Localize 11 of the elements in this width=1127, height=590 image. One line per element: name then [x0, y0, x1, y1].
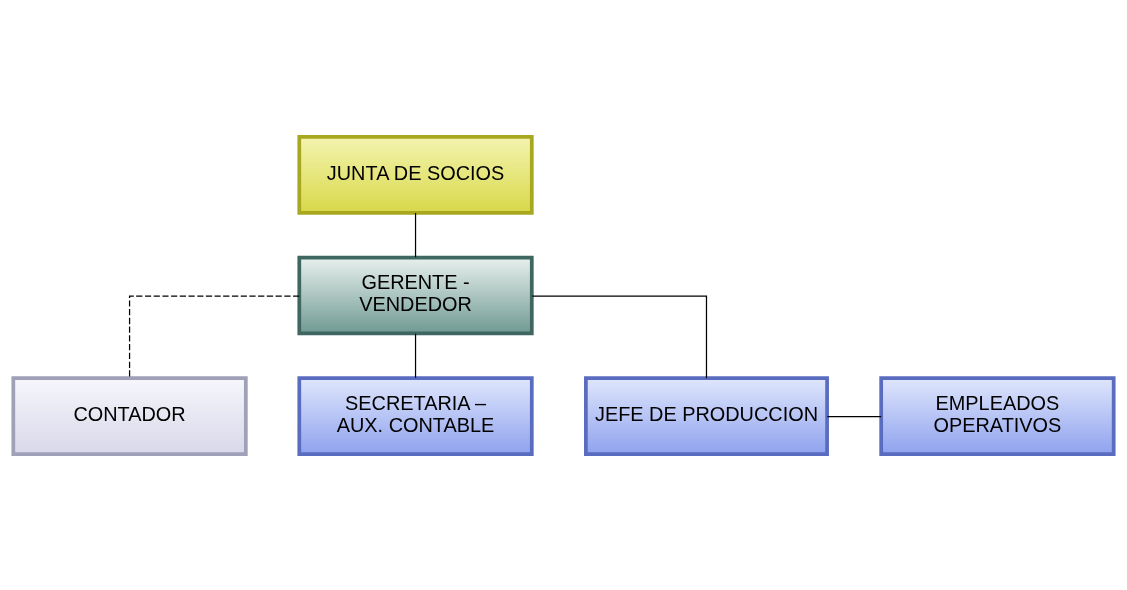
node-box: CONTADOR — [11, 375, 248, 456]
connector — [128, 295, 300, 379]
connector — [414, 211, 417, 258]
connector — [414, 332, 417, 378]
node-box: SECRETARIA – AUX. CONTABLE — [297, 375, 534, 456]
node-box: EMPLEADOS OPERATIVOS — [879, 375, 1116, 456]
connector — [531, 295, 708, 379]
node-box: JEFE DE PRODUCCION — [584, 375, 829, 456]
connector — [826, 415, 882, 417]
node-box: GERENTE - VENDEDOR — [297, 255, 534, 335]
node-box: JUNTA DE SOCIOS — [297, 134, 534, 215]
